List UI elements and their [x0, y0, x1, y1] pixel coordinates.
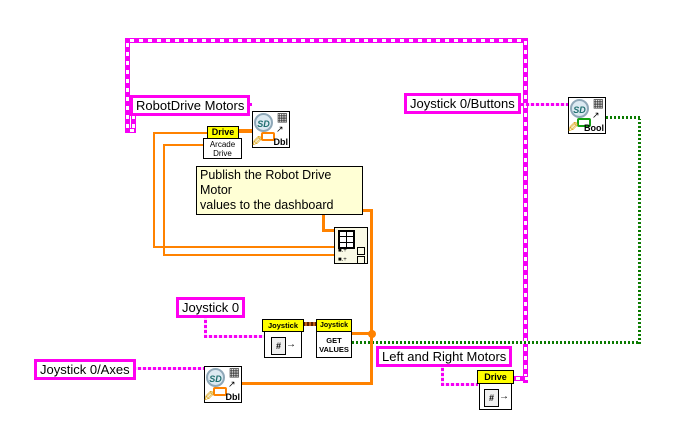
- string-wire-loop-stub: [131, 116, 136, 133]
- registry-doc-icon: #: [271, 337, 286, 355]
- cluster-wire-drive-to-sd: [239, 129, 255, 133]
- comment-box[interactable]: Publish the Robot Drive Motor values to …: [196, 166, 363, 215]
- string-wire-loop-into-drive: [511, 376, 528, 381]
- element-out-icon: [357, 256, 365, 264]
- array-grid-icon: [338, 230, 355, 249]
- string-constant-joystick-axes[interactable]: Joystick 0/Axes: [34, 359, 136, 380]
- boolean-wire-right: [638, 117, 641, 344]
- string-wire-loop-top: [125, 38, 528, 43]
- string-constant-robotdrive-motors[interactable]: RobotDrive Motors: [130, 95, 251, 116]
- get-values-line2: VALUES: [319, 345, 349, 354]
- axes-wire-to-sd: [242, 382, 373, 385]
- element-wire-x-bottom: [153, 246, 335, 248]
- sd-write-axes-node[interactable]: SD ▦ ↗ ✎ Dbl: [203, 365, 242, 404]
- boolean-wire-bottom: [352, 341, 641, 344]
- string-wire-joystick0-v: [204, 316, 207, 338]
- value-box-icon: [261, 132, 275, 141]
- curve-arrow-icon: ↗: [228, 379, 236, 389]
- registry-doc-icon: #: [484, 389, 499, 407]
- string-constant-joystick-buttons[interactable]: Joystick 0/Buttons: [404, 93, 521, 114]
- smartdashboard-logo-icon: SD: [570, 99, 589, 118]
- comment-line-1: Publish the Robot Drive Motor: [200, 168, 332, 197]
- sd-type-label: Dbl: [225, 392, 241, 402]
- string-constant-joystick-0[interactable]: Joystick 0: [176, 297, 246, 318]
- value-box-icon: [577, 118, 591, 127]
- arcade-drive-node[interactable]: Arcade Drive: [203, 138, 242, 159]
- pencil-icon: ✎: [251, 133, 263, 149]
- axes-wire-up: [370, 209, 373, 335]
- string-wire-leftright-v: [441, 366, 444, 386]
- element-out-icon: [357, 247, 365, 255]
- curve-arrow-icon: ↗: [592, 110, 600, 120]
- boolean-wire-top: [606, 116, 641, 119]
- grid-icon: ▦: [592, 96, 604, 110]
- sd-type-label: Dbl: [273, 137, 289, 147]
- get-values-line1: GET: [326, 336, 342, 345]
- axes-wire-down: [370, 332, 373, 385]
- string-wire-loop-left: [125, 38, 130, 133]
- index-row-glyph: ■.+: [338, 257, 347, 263]
- wire-junction-dot: [368, 330, 376, 338]
- string-wire-buttons: [511, 103, 568, 106]
- element-wire-x-left: [153, 132, 155, 248]
- element-wire-y-top: [163, 144, 208, 146]
- pencil-icon: ✎: [567, 119, 579, 135]
- axes-wire-stub: [322, 229, 336, 232]
- pencil-icon: ✎: [203, 388, 215, 404]
- sd-type-label: Bool: [584, 123, 604, 133]
- string-wire-loop-bottomleft: [125, 128, 136, 133]
- grid-icon: ▦: [276, 110, 288, 124]
- string-wire-loop-right: [523, 38, 528, 383]
- comment-line-2: values to the dashboard: [200, 198, 334, 212]
- curve-arrow-icon: ↗: [276, 124, 284, 134]
- string-constant-left-right-motors[interactable]: Left and Right Motors: [376, 346, 513, 367]
- element-wire-x-top: [153, 132, 208, 134]
- string-wire-axes: [133, 367, 205, 370]
- devref-wire: [303, 322, 318, 326]
- registry-arrow-icon: →: [286, 339, 296, 350]
- string-wire-leftright-h: [441, 383, 478, 386]
- index-row-glyph: ■.+: [338, 248, 347, 254]
- smartdashboard-logo-icon: SD: [254, 113, 273, 132]
- get-values-node[interactable]: GET VALUES: [316, 331, 352, 358]
- drive-registry-node[interactable]: # →: [479, 383, 512, 410]
- arcade-drive-line1: Arcade: [209, 140, 236, 149]
- smartdashboard-logo-icon: SD: [206, 368, 225, 387]
- arcade-drive-line2: Drive: [213, 149, 232, 158]
- value-box-icon: [213, 387, 227, 396]
- element-wire-y-left: [163, 144, 165, 256]
- sd-write-buttons-node[interactable]: SD ▦ ↗ ✎ Bool: [567, 96, 606, 135]
- axes-wire-drop: [322, 209, 325, 232]
- grid-icon: ▦: [228, 365, 240, 379]
- element-wire-y-bottom: [163, 254, 335, 256]
- joystick-registry-node[interactable]: # →: [264, 331, 302, 358]
- drive-registry-header[interactable]: Drive: [477, 370, 514, 384]
- axes-wire-out: [352, 332, 373, 335]
- sd-write-motors-node[interactable]: SD ▦ ↗ ✎ Dbl: [251, 110, 290, 149]
- registry-arrow-icon: →: [499, 391, 509, 402]
- string-wire-joystick0-h: [204, 335, 264, 338]
- index-array-node[interactable]: ■.+ ■.+: [334, 227, 368, 264]
